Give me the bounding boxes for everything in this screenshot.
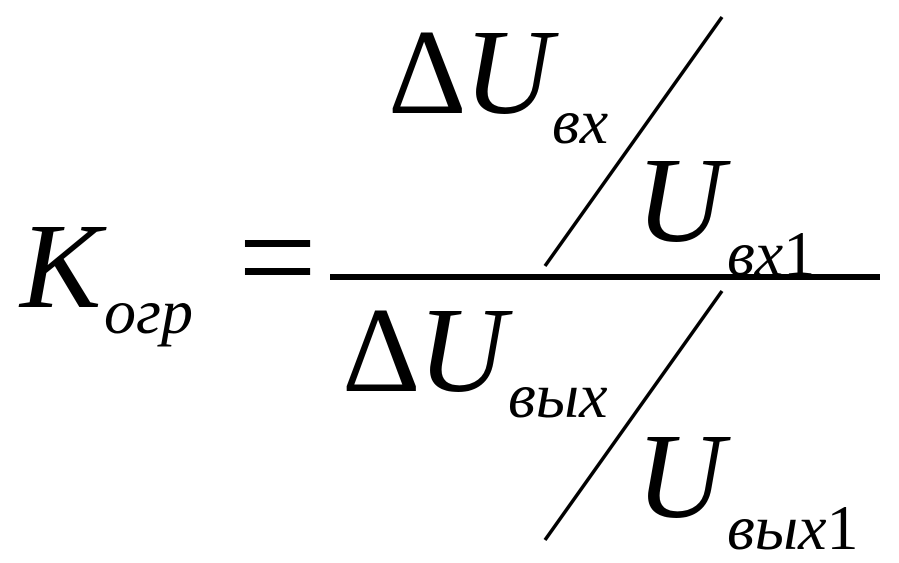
denominator-delta: Δ (342, 283, 421, 418)
denominator-subscript: вых (508, 360, 608, 431)
denominator-symbol: U (418, 283, 507, 418)
numerator-slash (543, 15, 724, 268)
numerator-subscript: вх (552, 86, 609, 157)
denominator-divisor-symbol: U (636, 409, 725, 544)
numerator-delta: Δ (388, 5, 467, 140)
numerator-symbol: U (464, 5, 553, 140)
denominator-slash (543, 289, 724, 542)
lhs-symbol: K (20, 199, 102, 334)
denominator-divisor-subscript: вых (727, 492, 827, 563)
numerator-divisor-symbol: U (636, 133, 725, 268)
denominator-divisor-subscript-group: вых1 (727, 496, 859, 560)
equals-sign: = (238, 180, 317, 335)
lhs-subscript: огр (104, 276, 193, 347)
denominator-divisor-index: 1 (826, 492, 859, 563)
